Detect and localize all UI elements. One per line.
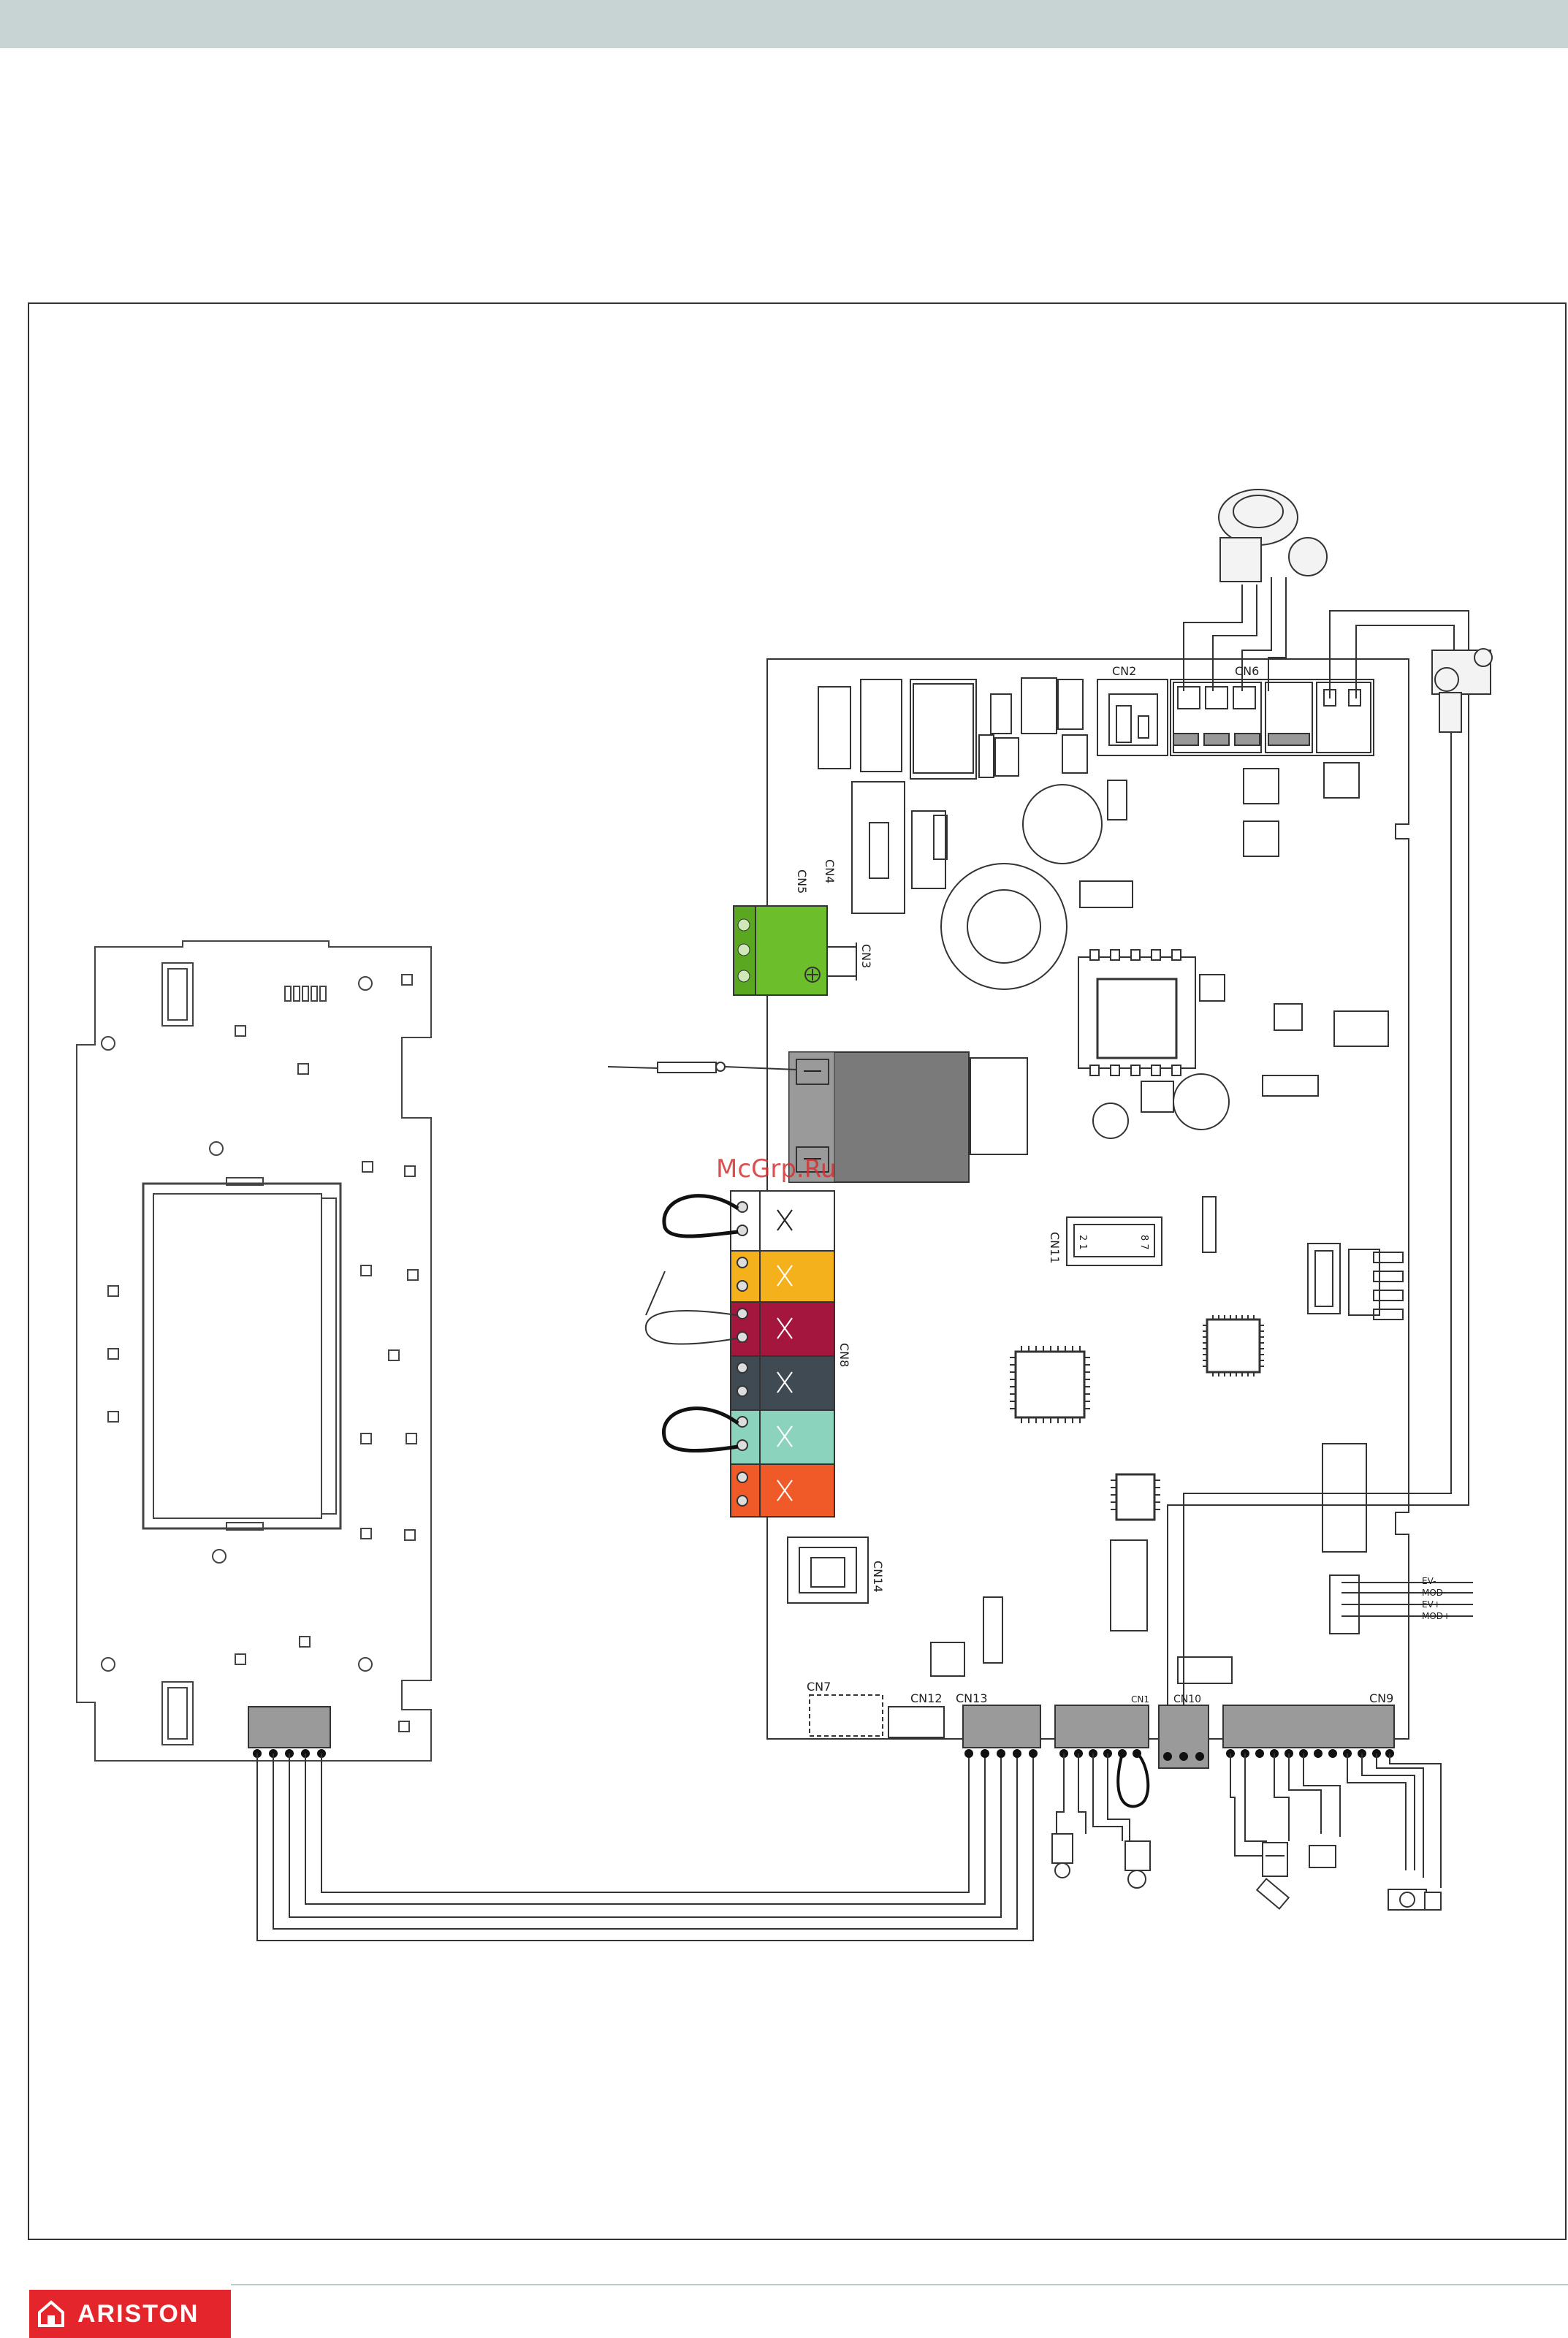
label-cn12: CN12 xyxy=(910,1691,943,1705)
cn1-connector xyxy=(1055,1705,1149,1758)
cn8-jumpers xyxy=(663,1196,738,1451)
ntc-sensor-icon xyxy=(1052,1834,1150,1888)
label-cn4: CN4 xyxy=(823,859,837,883)
pressure-switch-icon xyxy=(1257,1843,1441,1910)
label-cn9: CN9 xyxy=(1369,1691,1393,1705)
label-cn11: CN11 xyxy=(1048,1232,1062,1264)
label-cn14: CN14 xyxy=(871,1561,885,1593)
footer-line xyxy=(231,2284,1568,2285)
cn6-wires xyxy=(1184,577,1469,698)
gas-valve-icon xyxy=(1432,649,1492,732)
ariston-logo: ARISTON xyxy=(29,2290,231,2338)
signal-mod-minus: MOD- xyxy=(1422,1588,1446,1598)
watermark-text: McGrp.Ru xyxy=(716,1154,836,1184)
cn11-pins-left: 2 1 xyxy=(1077,1235,1088,1250)
label-cn2: CN2 xyxy=(1112,664,1136,678)
cn8-terminal xyxy=(731,1191,834,1517)
cn1-wires xyxy=(1057,1754,1148,1841)
label-cn7: CN7 xyxy=(807,1680,831,1694)
label-cn3: CN3 xyxy=(859,944,873,968)
label-cn5: CN5 xyxy=(795,869,809,894)
house-icon xyxy=(37,2299,66,2329)
cn8-wire-loop xyxy=(646,1271,737,1344)
display-cable xyxy=(257,1754,1033,1941)
logo-text: ARISTON xyxy=(77,2300,199,2329)
cn9-wires xyxy=(1168,643,1473,1888)
cn11-pins-right: 8 7 xyxy=(1138,1235,1149,1250)
cn13-connector xyxy=(963,1705,1040,1758)
cn10-connector xyxy=(1159,1705,1209,1768)
label-cn13: CN13 xyxy=(956,1691,988,1705)
fan-icon xyxy=(1219,490,1327,582)
cn9-connector xyxy=(1223,1705,1394,1758)
signal-ev-plus: EV+ xyxy=(1422,1599,1441,1610)
main-board xyxy=(767,659,1409,1739)
display-board xyxy=(77,941,431,1761)
label-cn1: CN1 xyxy=(1131,1694,1149,1705)
signal-mod-plus: MOD+ xyxy=(1422,1611,1450,1621)
label-cn8: CN8 xyxy=(837,1343,851,1367)
label-cn6: CN6 xyxy=(1235,664,1259,678)
label-cn10: CN10 xyxy=(1173,1694,1201,1705)
cn3-terminal xyxy=(734,906,856,995)
display-connector xyxy=(248,1707,330,1758)
signal-ev-minus: EV- xyxy=(1422,1576,1436,1586)
ic-pins xyxy=(1010,1315,1264,1509)
